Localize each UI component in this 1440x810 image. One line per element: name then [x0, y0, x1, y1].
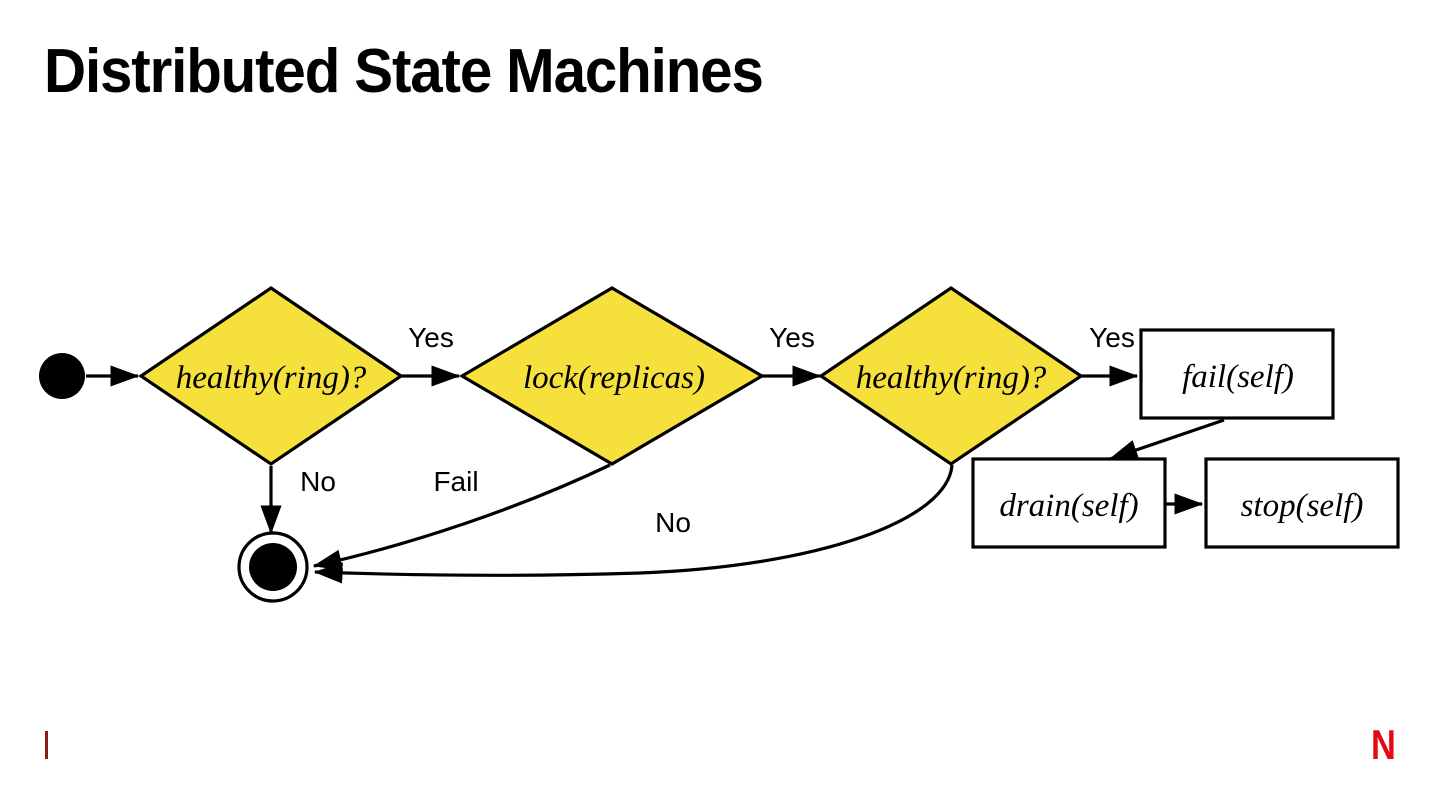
edge-fail-to-drain: [1108, 418, 1225, 461]
rect-shape: [971, 457, 1167, 549]
decision-node-label: healthy(ring)?: [856, 360, 1047, 396]
end-node[interactable]: [237, 531, 309, 603]
process-node-fail[interactable]: fail(self): [1139, 328, 1335, 420]
process-node-label: drain(self): [999, 488, 1138, 524]
edge-label-yes-1: Yes: [408, 322, 454, 353]
start-node[interactable]: [39, 353, 85, 399]
decision-node-label: healthy(ring)?: [176, 360, 367, 396]
edge-healthy2-to-end-no: [313, 464, 954, 584]
page-title: Distributed State Machines: [44, 37, 764, 106]
netflix-logo: N: [1371, 721, 1396, 768]
edge-label-yes-3: Yes: [1089, 322, 1135, 353]
diamond-shape: [138, 286, 404, 466]
edge-label-no-2: No: [655, 507, 691, 538]
diamond-shape: [818, 286, 1084, 466]
edge-label-no-1: No: [300, 466, 336, 497]
process-node-stop[interactable]: stop(self): [1204, 457, 1400, 549]
edge-label-fail: Fail: [433, 466, 478, 497]
edge-lock-to-end-fail: [312, 463, 611, 571]
decision-node-label: lock(replicas): [523, 360, 705, 396]
decision-node-lock-replicas[interactable]: lock(replicas): [458, 286, 766, 466]
decision-node-healthy-ring-2[interactable]: healthy(ring)?: [818, 286, 1084, 466]
process-node-drain[interactable]: drain(self): [971, 457, 1167, 549]
accent-tick-mark: [45, 731, 48, 759]
diamond-shape: [458, 286, 766, 466]
process-node-label: stop(self): [1241, 488, 1364, 524]
process-node-label: fail(self): [1182, 359, 1294, 395]
edge-label-yes-2: Yes: [769, 322, 815, 353]
rect-shape: [1139, 328, 1335, 420]
rect-shape: [1204, 457, 1400, 549]
decision-node-healthy-ring-1[interactable]: healthy(ring)?: [138, 286, 404, 466]
